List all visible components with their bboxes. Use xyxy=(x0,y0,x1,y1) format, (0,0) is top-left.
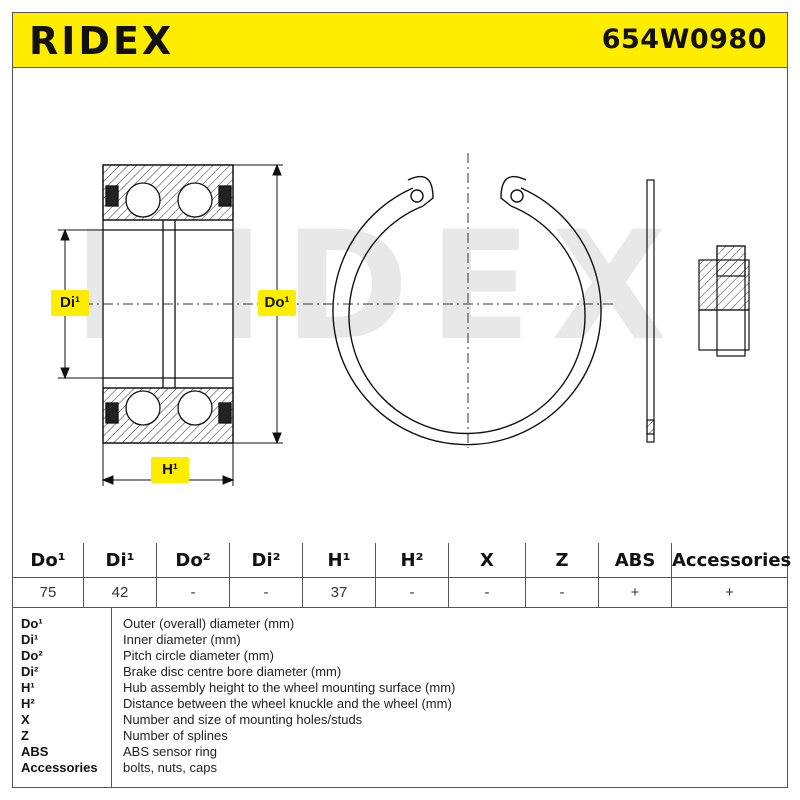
col-header: Do² xyxy=(156,543,230,578)
legend-key: Do² xyxy=(21,648,43,663)
accessory-nut xyxy=(698,245,750,357)
spec-value: 37 xyxy=(302,577,376,608)
col-header: Do¹ xyxy=(13,543,84,578)
col-header: Accessories xyxy=(671,543,791,578)
legend-desc: Hub assembly height to the wheel mountin… xyxy=(123,680,456,695)
legend-desc: Pitch circle diameter (mm) xyxy=(123,648,274,663)
col-header: Di¹ xyxy=(83,543,157,578)
circlip-side xyxy=(646,179,655,443)
technical-drawing: RIDEX xyxy=(58,153,750,486)
ridex-logo: RIDEX xyxy=(29,20,174,60)
logo-text: RIDEX xyxy=(29,20,174,60)
legend-desc: bolts, nuts, caps xyxy=(123,760,217,775)
specs-header-row: Do¹ Di¹ Do² Di² H¹ H² X Z ABS Accessorie… xyxy=(13,543,791,578)
col-header: X xyxy=(448,543,526,578)
product-sheet: RIDEX 654W0980 RIDEX xyxy=(12,12,791,788)
di-label: Di¹ xyxy=(51,290,89,316)
legend: Do¹ Outer (overall) diameter (mm) Di¹ Inne… xyxy=(13,607,787,787)
spec-value: 75 xyxy=(13,577,84,608)
header-bar: RIDEX 654W0980 xyxy=(13,13,787,68)
spec-value: - xyxy=(375,577,449,608)
col-header: H¹ xyxy=(302,543,376,578)
spec-value: + xyxy=(671,577,787,608)
do-label: Do¹ xyxy=(258,290,296,316)
specs-table: Do¹ Di¹ Do² Di² H¹ H² X Z ABS Accessorie… xyxy=(13,543,791,608)
legend-key: H¹ xyxy=(21,680,35,695)
legend-desc: ABS sensor ring xyxy=(123,744,217,759)
spec-value: + xyxy=(598,577,672,608)
col-header: Z xyxy=(525,543,599,578)
legend-key: Z xyxy=(21,728,29,743)
col-header: ABS xyxy=(598,543,672,578)
legend-divider xyxy=(111,607,112,787)
legend-desc: Number of splines xyxy=(123,728,228,743)
part-number: 654W0980 xyxy=(601,24,767,55)
spec-value: - xyxy=(229,577,303,608)
legend-key: Di² xyxy=(21,664,39,679)
legend-key: H² xyxy=(21,696,35,711)
legend-key: Di¹ xyxy=(21,632,39,647)
legend-key: ABS xyxy=(21,744,49,759)
legend-key: Accessories xyxy=(21,760,98,775)
legend-key: Do¹ xyxy=(21,616,43,631)
legend-desc: Brake disc centre bore diameter (mm) xyxy=(123,664,342,679)
specs-value-row: 75 42 - - 37 - - - + + xyxy=(13,577,787,608)
legend-desc: Inner diameter (mm) xyxy=(123,632,241,647)
legend-desc: Number and size of mounting holes/studs xyxy=(123,712,363,727)
spec-value: - xyxy=(156,577,230,608)
legend-desc: Outer (overall) diameter (mm) xyxy=(123,616,295,631)
spec-value: 42 xyxy=(83,577,157,608)
legend-desc: Distance between the wheel knuckle and t… xyxy=(123,696,452,711)
spec-value: - xyxy=(525,577,599,608)
h-label: H¹ xyxy=(151,457,189,483)
col-header: Di² xyxy=(229,543,303,578)
col-header: H² xyxy=(375,543,449,578)
spec-value: - xyxy=(448,577,526,608)
h-dimension xyxy=(101,443,235,486)
legend-key: X xyxy=(21,712,30,727)
circlip-front xyxy=(332,175,602,446)
